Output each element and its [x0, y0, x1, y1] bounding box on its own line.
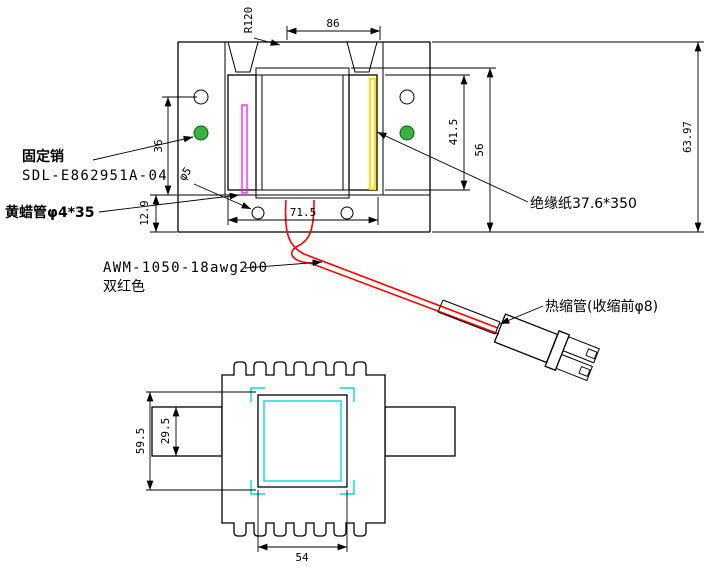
dim-core-width: 54	[295, 551, 309, 564]
dim-hole-diameter: φ5	[176, 165, 194, 183]
yellow-wax-tube-leader	[98, 192, 240, 213]
dimensions-top: 59.5 29.5 54	[134, 391, 348, 564]
heat-shrink-label: 热缩管(收缩前φ8)	[545, 298, 658, 315]
front-view	[177, 41, 600, 382]
dimension-bobbin-height: 56	[351, 67, 496, 232]
dim-base-width: 71.5	[290, 206, 317, 219]
side-tab-right	[384, 406, 456, 457]
dimension-outer-height: 59.5	[134, 391, 256, 491]
bobbin	[255, 67, 350, 199]
base-hole-right	[340, 206, 354, 220]
fixing-pin-right	[399, 125, 415, 141]
bobbin-top-flange	[255, 67, 350, 76]
dimension-left-height: 36	[150, 96, 197, 196]
coil-winding-right-section	[348, 74, 378, 191]
bracket-arm-left	[227, 41, 259, 73]
dim-coil-window-height: 41.5	[447, 119, 460, 146]
mounting-hole-top-right	[399, 89, 415, 105]
dim-top-width: 86	[326, 17, 339, 30]
dimension-base-width: 71.5	[227, 197, 379, 225]
insulation-paper-line	[369, 78, 376, 190]
dimension-core-width: 54	[257, 490, 348, 564]
annotations: 固定销 SDL-E862951A-04 黄蜡管φ4*35 绝缘纸37.6*350…	[5, 131, 658, 325]
connector-flange	[544, 330, 571, 372]
bobbin-bottom-flange	[255, 189, 350, 199]
connector-terminal-1	[562, 336, 600, 364]
insulation-paper-leader	[376, 131, 529, 203]
core-liner	[263, 400, 342, 482]
dimension-top-width: 86	[286, 17, 381, 40]
connector-terminal-2-pin	[578, 365, 591, 377]
dim-bobbin-height: 56	[473, 143, 486, 156]
dim-inner-height: 29.5	[159, 418, 172, 445]
bracket-outline	[177, 41, 431, 233]
dimension-inner-height: 29.5	[159, 407, 180, 456]
coil-windings	[227, 74, 378, 191]
fixing-pin-label: 固定销	[22, 148, 64, 165]
coil-body-outline	[221, 361, 386, 537]
heat-shrink-tube	[437, 299, 501, 335]
core-window	[257, 394, 348, 488]
connector-terminal-1-pin	[585, 348, 598, 360]
dim-overall-height: 63.97	[682, 121, 694, 153]
wire-spec-leader	[244, 259, 323, 269]
dimension-top-radius: R120	[242, 7, 281, 46]
connector-housing	[493, 313, 559, 364]
mounting-holes	[193, 89, 415, 220]
base-hole-left	[251, 206, 265, 220]
connector-terminal-2	[555, 353, 593, 382]
core-corner-marks	[250, 387, 355, 495]
connector	[493, 313, 600, 382]
yellow-wax-tube-label: 黄蜡管φ4*35	[5, 204, 95, 221]
dim-top-radius: R120	[242, 7, 255, 34]
dim-base-height: 12.9	[139, 200, 151, 225]
dimension-base-height: 12.9	[139, 195, 177, 233]
dimensions-front: 86 R120 36 12.9 φ5 41.5	[139, 7, 704, 233]
heat-shrink-leader	[499, 305, 544, 325]
yellow-wax-tube-line	[241, 104, 248, 194]
dim-left-height: 36	[152, 139, 165, 152]
fixing-pin-leader	[92, 135, 194, 161]
wire-color-label: 双红色	[103, 278, 145, 295]
dimension-coil-window-height: 41.5	[385, 74, 470, 191]
wire-spec-label: AWM-1050-18awg200	[103, 260, 268, 276]
dimension-overall-height: 63.97	[432, 41, 704, 233]
dimension-hole-diameter: φ5	[176, 165, 252, 210]
fixing-pin-left	[193, 125, 209, 141]
top-view	[151, 361, 456, 537]
red-wire-1	[284, 199, 499, 329]
insulation-paper-label: 绝缘纸37.6*350	[530, 196, 637, 212]
side-tab-left	[151, 406, 223, 457]
dim-outer-height: 59.5	[134, 428, 147, 455]
fixing-pin-code-label: SDL-E862951A-04	[22, 168, 168, 184]
bracket-arm-right	[346, 41, 378, 73]
